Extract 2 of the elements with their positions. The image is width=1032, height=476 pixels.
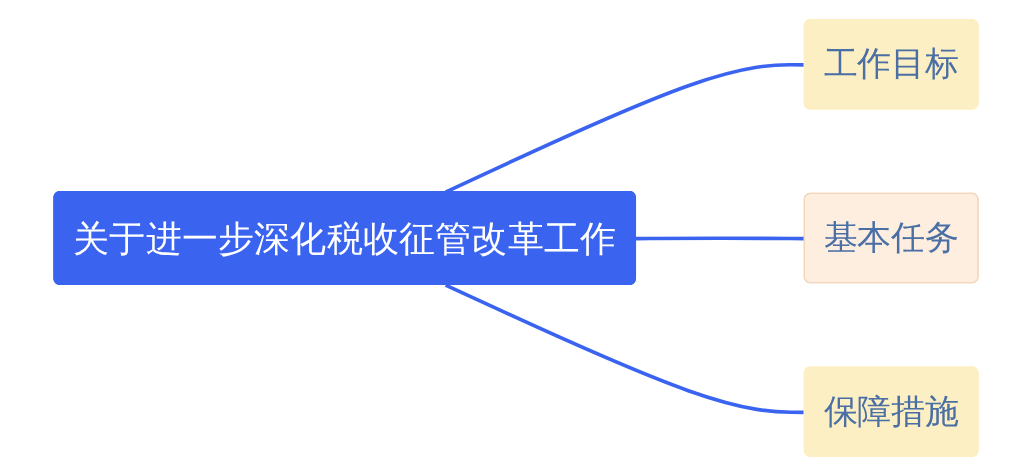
connector xyxy=(444,283,805,415)
connector xyxy=(636,236,805,241)
